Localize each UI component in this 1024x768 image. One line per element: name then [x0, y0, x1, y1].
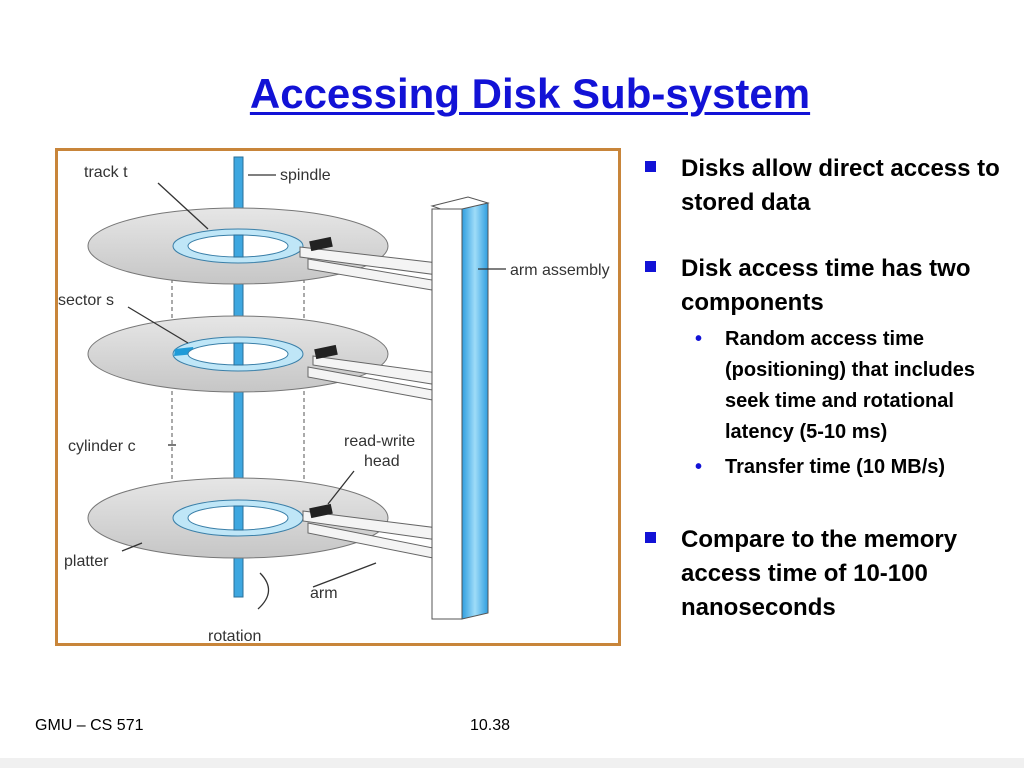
read-write-head	[314, 344, 338, 360]
label-rotation: rotation	[208, 628, 261, 643]
slide-title: Accessing Disk Sub-system	[249, 70, 811, 117]
bullet-item: Disk access time has two components	[645, 252, 1015, 320]
arm-assembly-column	[431, 208, 463, 620]
label-platter: platter	[64, 553, 109, 570]
label-arm-assembly: arm assembly	[510, 262, 610, 279]
sub-bullet-item: • Random access time (positioning) that …	[645, 324, 1015, 448]
square-bullet-icon	[645, 161, 656, 172]
read-write-head	[309, 503, 333, 519]
label-spindle: spindle	[280, 167, 331, 184]
label-track: track t	[84, 164, 128, 181]
arm-assembly-face	[461, 202, 489, 620]
square-bullet-icon	[645, 532, 656, 543]
arms	[299, 246, 439, 560]
label-head: head	[364, 453, 400, 470]
dot-bullet-icon: •	[695, 456, 703, 478]
bullet-list: Disks allow direct access to stored data…	[645, 152, 1015, 625]
bullet-item: Compare to the memory access time of 10-…	[645, 523, 1015, 625]
square-bullet-icon	[645, 261, 656, 272]
bullet-text: Disk access time has two components	[681, 255, 971, 316]
sub-bullet-text: Random access time (positioning) that in…	[725, 328, 975, 443]
sub-bullet-item: • Transfer time (10 MB/s)	[645, 452, 1015, 483]
label-sector: sector s	[58, 292, 114, 309]
disk-diagram-frame: track t spindle arm assembly sector s cy…	[55, 148, 621, 646]
footer-page-number: 10.38	[470, 717, 511, 734]
bullet-item: Disks allow direct access to stored data	[645, 152, 1015, 220]
bullet-text: Compare to the memory access time of 10-…	[681, 526, 958, 621]
bullet-text: Disks allow direct access to stored data	[681, 155, 1000, 216]
label-arm: arm	[310, 585, 338, 602]
sub-bullet-text: Transfer time (10 MB/s)	[725, 456, 946, 478]
read-write-head	[309, 236, 333, 252]
label-cylinder: cylinder c	[68, 438, 136, 455]
bottom-band	[0, 758, 1024, 768]
platter-bottom	[87, 477, 389, 559]
footer-course: GMU – CS 571	[35, 717, 144, 734]
dot-bullet-icon: •	[695, 328, 703, 350]
disk-diagram: track t spindle arm assembly sector s cy…	[58, 156, 610, 643]
label-read-write: read-write	[344, 433, 415, 450]
